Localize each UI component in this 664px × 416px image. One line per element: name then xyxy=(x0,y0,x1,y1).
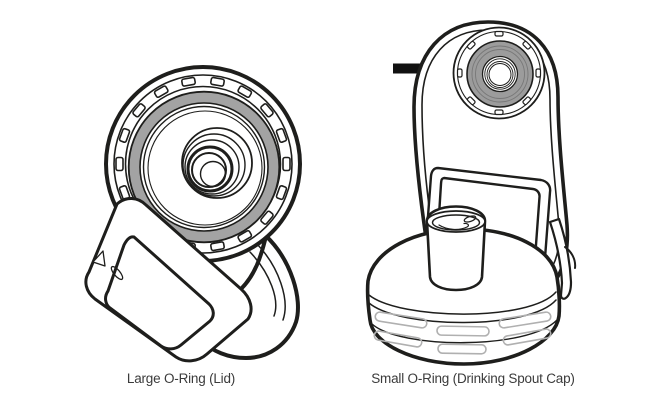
small-oring xyxy=(467,41,533,107)
lid-spout-boss xyxy=(181,127,253,199)
spout-cap-illustration xyxy=(365,20,577,366)
spout-inner-slot xyxy=(463,215,477,223)
flip-lid-strap xyxy=(548,217,573,300)
spout-inner-detail xyxy=(438,222,470,231)
lid-rim-ring xyxy=(113,74,293,254)
spout-cap-oring-face xyxy=(452,26,546,120)
small-oring-outer-edge xyxy=(466,40,534,108)
lid-illustration xyxy=(84,65,302,363)
caption-spout-cap: Small O-Ring (Drinking Spout Cap) xyxy=(353,371,593,386)
lid-handle-notch xyxy=(92,250,106,267)
cap-base-shoulder xyxy=(368,291,557,315)
lid-handle xyxy=(84,197,253,363)
caption-lid: Large O-Ring (Lid) xyxy=(61,371,301,386)
large-oring-outer-edge xyxy=(127,90,281,244)
lid-handle-slot xyxy=(110,265,124,281)
cap-vent-slots xyxy=(373,311,552,355)
lid-wall-line xyxy=(256,243,286,321)
flip-lid-strap-hook xyxy=(564,246,577,269)
large-oring xyxy=(129,92,279,242)
caption-lid-text: Large O-Ring (Lid) xyxy=(126,371,236,386)
cap-base-shoulder xyxy=(368,299,557,324)
face-tab-marks xyxy=(456,30,542,116)
lid-inner-ring xyxy=(142,105,266,229)
caption-spout-cap-text: Small O-Ring (Drinking Spout Cap) xyxy=(371,371,575,386)
large-oring-inner-edge xyxy=(139,102,269,232)
lid-inner-ring xyxy=(147,110,263,226)
spout-opening-outer xyxy=(426,210,486,233)
lid-wall-line xyxy=(249,251,277,317)
